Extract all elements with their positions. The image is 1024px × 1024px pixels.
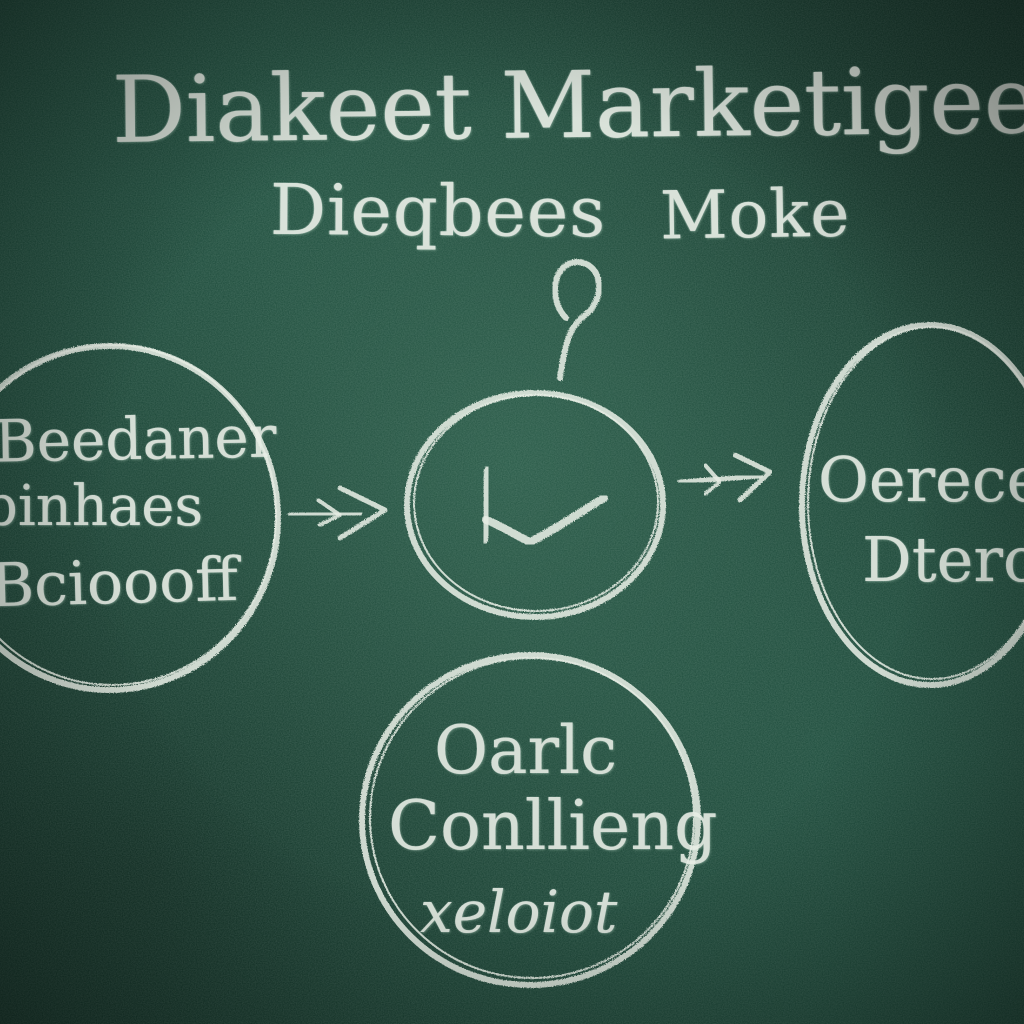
diagram-subtitle-right: Moke bbox=[659, 174, 851, 255]
diagram-title: Diakeet Marketigee bbox=[111, 47, 1024, 164]
checkmark-icon bbox=[480, 466, 608, 546]
pin-connector-icon bbox=[551, 259, 602, 381]
right-node-label-line-1: Oerecer bbox=[818, 443, 1024, 516]
bottom-node-label-line-1: Oarlc bbox=[434, 712, 618, 789]
left-node-label-line-3: Bcioooff bbox=[0, 544, 239, 622]
bottom-node-label-line-3: xeloiot bbox=[420, 878, 618, 946]
arrow-left-to-center bbox=[287, 485, 388, 541]
right-node-circle bbox=[799, 322, 1024, 688]
left-node-circle bbox=[0, 343, 281, 693]
left-node-label-line-2: pinhaes bbox=[0, 474, 204, 539]
diagram-subtitle-left: Dieqbees bbox=[269, 168, 607, 254]
left-node-label-line-1: Beedaner bbox=[0, 402, 277, 476]
arrow-center-to-right bbox=[677, 452, 773, 503]
bottom-node-label-line-2: Conllieng bbox=[388, 787, 718, 866]
right-node-label-line-2: Dteroi bbox=[862, 523, 1024, 596]
center-node-circle bbox=[404, 390, 666, 620]
